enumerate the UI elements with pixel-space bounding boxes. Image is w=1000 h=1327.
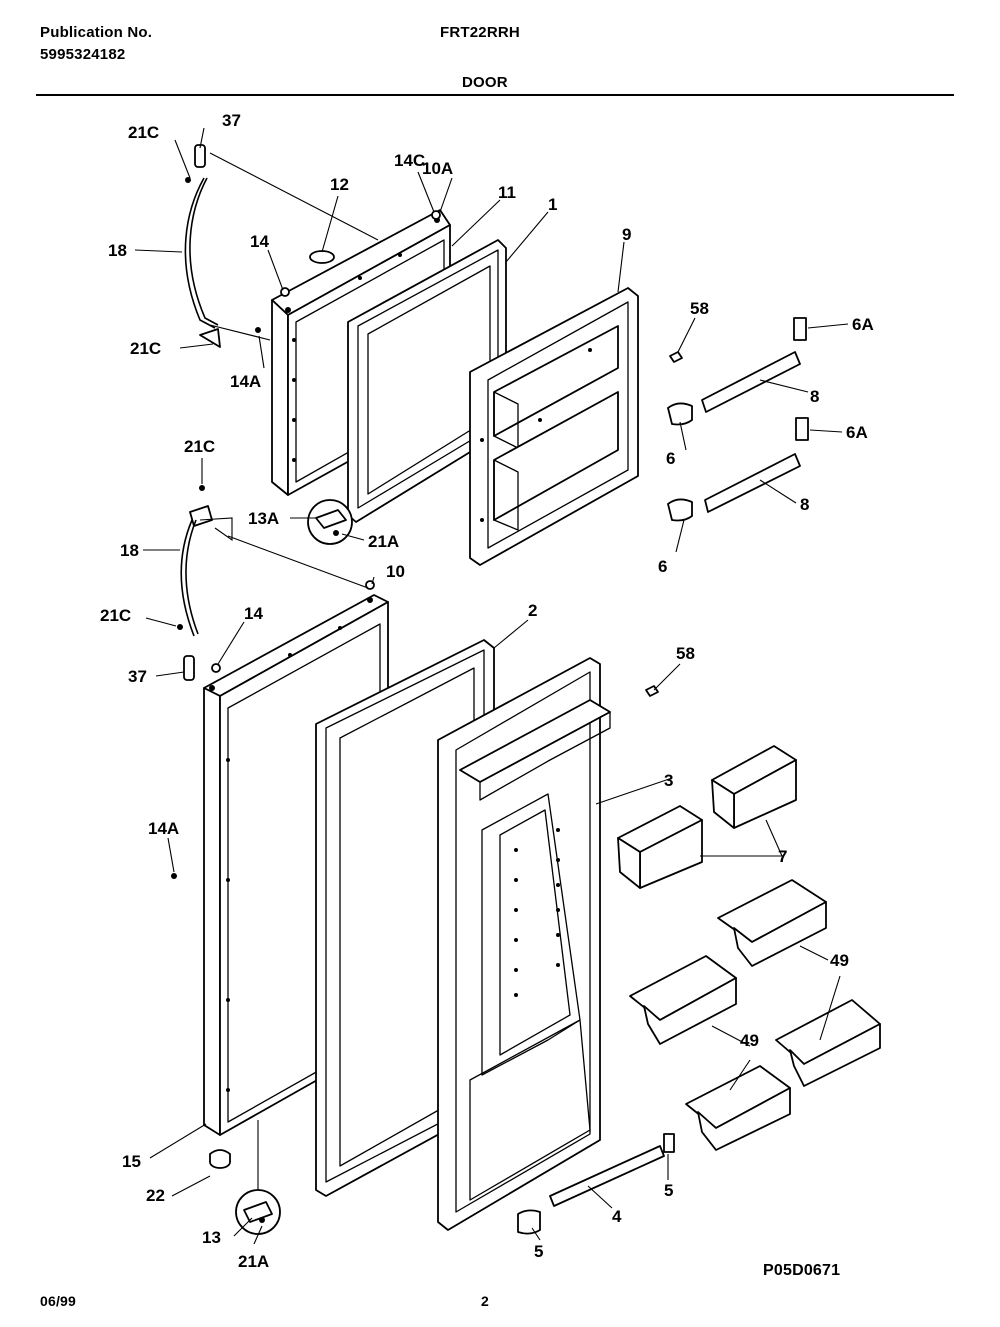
callout-49-left: 49	[740, 1031, 759, 1050]
dairy-compartment-cover-left	[617, 805, 703, 889]
callout-18-bottom: 18	[120, 541, 139, 560]
callout-21C-mid: 21C	[130, 339, 161, 358]
freezer-inner-door-liner	[469, 287, 639, 566]
callout-21A-top: 21A	[368, 532, 399, 551]
door-bumper	[209, 1149, 231, 1169]
model-number: FRT22RRH	[440, 24, 520, 41]
publication-number: 5995324182	[40, 46, 126, 63]
callout-1: 1	[548, 195, 557, 214]
footer-date: 06/99	[40, 1293, 77, 1309]
dairy-compartment-cover-right	[711, 745, 797, 829]
callout-7: 7	[778, 847, 787, 866]
callout-12: 12	[330, 175, 349, 194]
callout-10A: 10A	[422, 159, 453, 178]
freezer-shelf-lower	[667, 417, 809, 522]
callout-37-top: 37	[222, 111, 241, 130]
section-title: DOOR	[462, 74, 508, 91]
callout-13A: 13A	[248, 509, 279, 528]
callout-14C: 14C	[394, 151, 425, 170]
callout-21C-lower: 21C	[184, 437, 215, 456]
callout-11: 11	[498, 183, 516, 202]
callout-37-bottom: 37	[128, 667, 147, 686]
callout-13: 13	[202, 1228, 221, 1247]
callout-14A-top: 14A	[230, 372, 261, 391]
freezer-shelf-upper	[667, 317, 807, 426]
callout-6A-bottom: 6A	[846, 423, 868, 442]
callout-2: 2	[528, 601, 537, 620]
callout-6-bottom: 6	[658, 557, 667, 576]
callout-5-right: 5	[664, 1181, 673, 1200]
callout-10: 10	[386, 562, 405, 581]
door-bin-2	[629, 955, 737, 1045]
freezer-hinge-cable	[184, 144, 221, 348]
callout-14-bottom: 14	[244, 604, 263, 623]
callout-8-bottom: 8	[800, 495, 809, 514]
callout-3: 3	[664, 771, 673, 790]
callout-6A-top: 6A	[852, 315, 874, 334]
callout-5-bottom: 5	[534, 1242, 543, 1261]
door-bin-1	[717, 879, 827, 967]
freezer-hinge-detail	[307, 499, 353, 545]
callout-22: 22	[146, 1186, 165, 1205]
callout-58-top: 58	[690, 299, 709, 318]
callout-49-right: 49	[830, 951, 849, 970]
callout-6-top: 6	[666, 449, 675, 468]
callout-14-top: 14	[250, 232, 269, 251]
callout-21C-bottom: 21C	[100, 606, 131, 625]
screw-upper	[669, 351, 683, 363]
callout-21A-bottom: 21A	[238, 1252, 269, 1271]
publication-label: Publication No.	[40, 24, 153, 41]
callout-58-bottom: 58	[676, 644, 695, 663]
callout-18-top: 18	[108, 241, 127, 260]
leader-lines	[134, 127, 849, 1245]
callout-4: 4	[612, 1207, 622, 1226]
callout-14A-bottom: 14A	[148, 819, 179, 838]
callout-labels: 21C 37 12 14C 10A 11 1 9 18 14 58 6A 21C…	[100, 111, 874, 1271]
fresh-food-bottom-shelf	[517, 1133, 675, 1235]
callout-8-top: 8	[810, 387, 819, 406]
door-bin-4	[685, 1065, 791, 1151]
door-bin-3	[775, 999, 881, 1087]
callout-21C-top: 21C	[128, 123, 159, 142]
callout-9: 9	[622, 225, 631, 244]
fresh-food-hinge-cable	[177, 505, 213, 681]
fresh-food-inner-door-liner	[437, 657, 611, 1231]
header-divider	[36, 94, 954, 96]
footer-page-number: 2	[481, 1293, 489, 1309]
callout-15: 15	[122, 1152, 141, 1171]
drawing-code: P05D0671	[763, 1262, 841, 1279]
